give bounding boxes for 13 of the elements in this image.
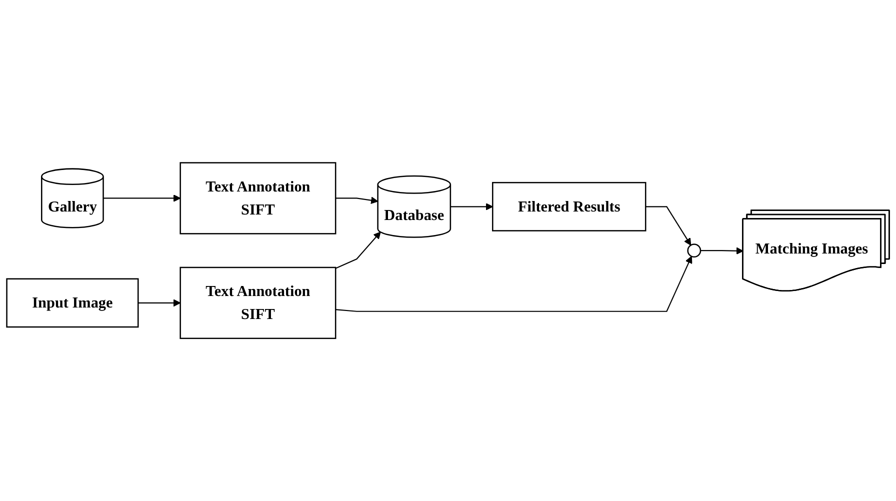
node-box: Text Annotation SIFT — [180, 162, 336, 234]
node-box: Filtered Results — [492, 182, 646, 232]
arrow — [700, 247, 744, 254]
node-circle — [687, 244, 702, 258]
arrow — [336, 256, 692, 312]
arrow — [138, 299, 181, 307]
arrow — [103, 194, 181, 202]
arrow — [450, 202, 493, 210]
node-box: Input Image — [6, 278, 139, 328]
arrow — [646, 206, 692, 246]
arrow — [336, 196, 378, 204]
arrow — [335, 232, 381, 269]
node-box: Text Annotation SIFT — [180, 266, 336, 339]
